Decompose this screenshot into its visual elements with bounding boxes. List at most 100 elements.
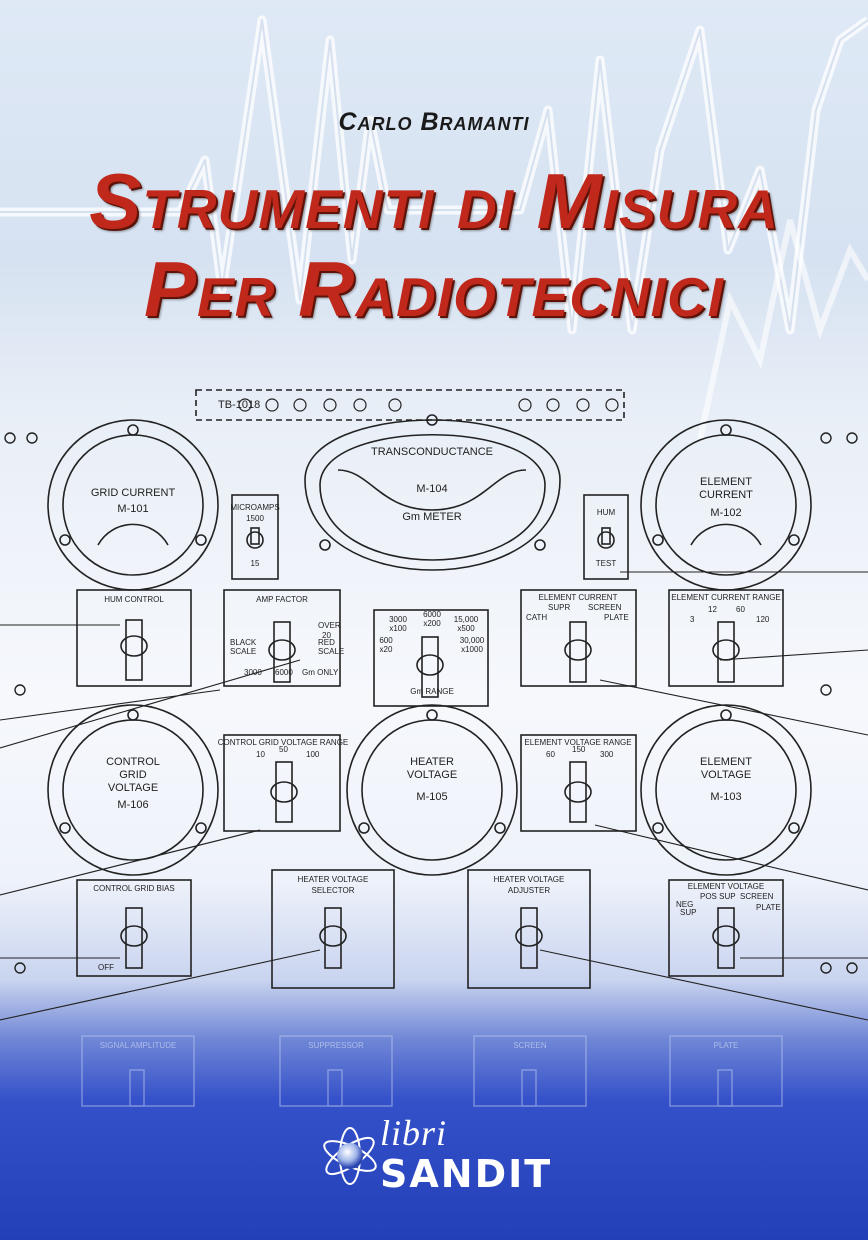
- ec-range-60: 60: [736, 605, 745, 614]
- amp-factor-20: 20: [322, 631, 331, 640]
- gm-x1000: x1000: [461, 645, 483, 654]
- meter-ev-label-3: M-103: [710, 791, 741, 803]
- test-label: TEST: [596, 559, 617, 568]
- meter-grid-label-2: M-101: [117, 503, 148, 515]
- gm-600: 600: [379, 636, 393, 645]
- heater-selector-title-2: SELECTOR: [312, 886, 355, 895]
- bottom-label-suppressor: SUPPRESSOR: [308, 1041, 364, 1050]
- ec-supr: SUPR: [548, 603, 570, 612]
- ec-range-3: 3: [690, 615, 695, 624]
- ev-range-60: 60: [546, 750, 555, 759]
- panel-element-current: [520, 589, 637, 687]
- meter-control-grid-voltage: [47, 704, 219, 876]
- amp-factor-title: AMP FACTOR: [256, 595, 308, 604]
- panel-cg-voltage-range: [223, 734, 341, 832]
- meter-cg-label-3: VOLTAGE: [108, 782, 158, 794]
- bottom-label-screen: SCREEN: [513, 1041, 547, 1050]
- ev-title: ELEMENT VOLTAGE: [688, 882, 764, 891]
- instrument-panel-drawing: TB-1018 GRID CURRENT M-101 TRANSCONDUCTA…: [0, 389, 868, 1021]
- ec-cath: CATH: [526, 613, 547, 622]
- title-line-1: Strumenti di Misura: [89, 157, 779, 245]
- publisher-libri: libri: [380, 1113, 448, 1153]
- panel-heater-selector: [271, 869, 395, 989]
- heater-selector-title-1: HEATER VOLTAGE: [298, 875, 369, 884]
- meter-cg-label-2: GRID: [119, 769, 147, 781]
- gm-15000: 15,000: [454, 615, 479, 624]
- meter-cg-label-4: M-106: [117, 799, 148, 811]
- meter-cg-label-1: CONTROL: [106, 756, 160, 768]
- meter-gm-label-3: Gm METER: [402, 511, 461, 523]
- ev-range-150: 150: [572, 745, 586, 754]
- author-name: Carlo Bramanti: [338, 108, 530, 136]
- ev-range-title: ELEMENT VOLTAGE RANGE: [524, 738, 631, 747]
- gm-x20: x20: [380, 645, 393, 654]
- amp-factor-over: OVER: [318, 621, 341, 630]
- microamps-min: 15: [251, 559, 260, 568]
- gm-x100: x100: [389, 624, 407, 633]
- publisher-sandit: SANDIT: [380, 1152, 553, 1196]
- ec-plate: PLATE: [604, 613, 629, 622]
- amp-factor-gm-only: Gm ONLY: [302, 668, 339, 677]
- ec-screen: SCREEN: [588, 603, 622, 612]
- switch-hum-test: [583, 494, 629, 580]
- meter-heater-label-3: M-105: [416, 791, 447, 803]
- gm-x200: x200: [423, 619, 441, 628]
- meter-element-current: [640, 419, 812, 591]
- ev-neg: NEG: [676, 900, 693, 909]
- meter-heater-label-1: HEATER: [410, 756, 454, 768]
- element-current-title: ELEMENT CURRENT: [539, 593, 618, 602]
- ev-screen: SCREEN: [740, 892, 774, 901]
- meter-gm-label-2: M-104: [416, 483, 447, 495]
- panel-gm-range: [373, 609, 489, 707]
- heater-adjuster-title-1: HEATER VOLTAGE: [494, 875, 565, 884]
- amp-factor-6000: 6000: [275, 668, 293, 677]
- panel-element-voltage: [668, 879, 784, 977]
- ec-range-120: 120: [756, 615, 770, 624]
- faded-bottom-panels: SIGNAL AMPLITUDE SUPPRESSOR SCREEN PLATE: [81, 1035, 783, 1107]
- amp-factor-red-scale: SCALE: [318, 647, 344, 656]
- meter-element-current-label-1: ELEMENT: [700, 476, 752, 488]
- atom-icon: [323, 1127, 377, 1185]
- meter-heater-voltage: [346, 704, 518, 876]
- heater-adjuster-title-2: ADJUSTER: [508, 886, 550, 895]
- meter-element-current-label-2: CURRENT: [699, 489, 753, 501]
- gm-3000: 3000: [389, 615, 407, 624]
- switch-microamps: [231, 494, 279, 580]
- ev-sup: SUP: [680, 908, 696, 917]
- publisher-logo: libri SANDIT: [318, 1112, 578, 1202]
- amp-factor-3000: 3000: [244, 668, 262, 677]
- cg-range-100: 100: [306, 750, 320, 759]
- title-line-2: Per Radiotecnici: [144, 245, 724, 333]
- gm-30000: 30,000: [460, 636, 485, 645]
- ec-range-title: ELEMENT CURRENT RANGE: [671, 593, 781, 602]
- cg-bias-title: CONTROL GRID BIAS: [93, 884, 175, 893]
- meter-element-voltage: [640, 704, 812, 876]
- cg-range-title: CONTROL GRID VOLTAGE RANGE: [218, 738, 349, 747]
- cg-range-50: 50: [279, 745, 288, 754]
- amp-factor-black: BLACK: [230, 638, 257, 647]
- panel-element-voltage-range: [520, 734, 637, 832]
- meter-grid-label-1: GRID CURRENT: [91, 487, 176, 499]
- panel-amp-factor: [223, 589, 341, 687]
- gm-x500: x500: [457, 624, 475, 633]
- hum-label: HUM: [597, 508, 616, 517]
- cg-range-10: 10: [256, 750, 265, 759]
- amp-factor-red: RED: [318, 638, 335, 647]
- bottom-label-signal: SIGNAL AMPLITUDE: [100, 1041, 177, 1050]
- gm-range-title: Gm RANGE: [410, 687, 454, 696]
- microamps-label: MICROAMPS: [230, 503, 279, 512]
- meter-heater-label-2: VOLTAGE: [407, 769, 457, 781]
- background-waveform: [0, 15, 868, 441]
- meter-ev-label-1: ELEMENT: [700, 756, 752, 768]
- meter-gm-label-1: TRANSCONDUCTANCE: [371, 446, 493, 458]
- meter-transconductance: [304, 419, 561, 571]
- ev-pos-sup: POS SUP: [700, 892, 736, 901]
- panel-heater-adjuster: [467, 869, 591, 989]
- panel-element-current-range: [668, 589, 784, 687]
- strip-label: TB-1018: [218, 399, 260, 411]
- ec-range-12: 12: [708, 605, 717, 614]
- ev-range-300: 300: [600, 750, 614, 759]
- bottom-label-plate: PLATE: [714, 1041, 739, 1050]
- microamps-max: 1500: [246, 514, 264, 523]
